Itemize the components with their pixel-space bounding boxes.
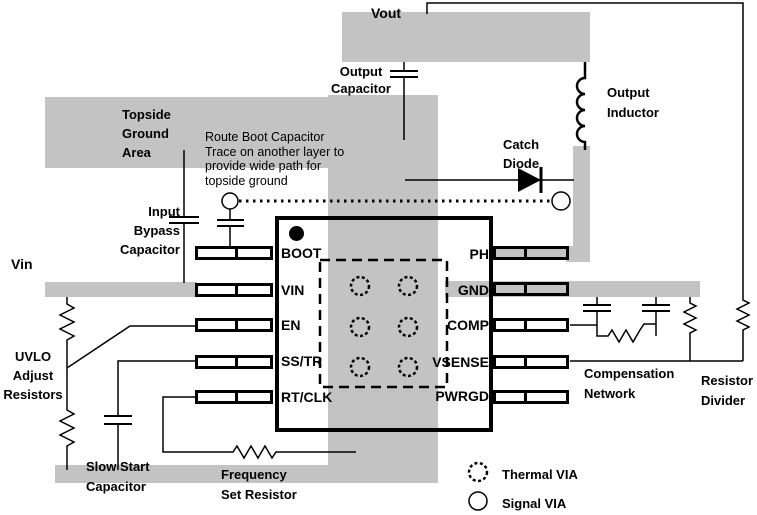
pin-label-sstr: SS/TR: [281, 353, 323, 369]
pad-vin: [235, 283, 273, 297]
pin-label-vsense: VSENSE: [432, 354, 489, 370]
pad-vin: [195, 283, 238, 297]
vin-copper-rail: [45, 282, 197, 297]
uvlo-label: UVLO Adjust Resistors: [3, 349, 63, 402]
signal-via-legend-label: Signal VIA: [502, 496, 567, 511]
pad-ph: [493, 246, 527, 260]
pin-1-dot: [289, 226, 304, 241]
pad-gnd: [524, 282, 569, 296]
boot-via-icon: [221, 192, 239, 210]
pin-label-gnd: GND: [457, 282, 489, 298]
pin-label-vin: VIN: [281, 282, 305, 298]
thermal-via-legend-label: Thermal VIA: [502, 467, 578, 482]
pin-label-boot: BOOT: [281, 245, 322, 261]
compensation-network-symbol: [570, 297, 698, 361]
vout-label: Vout: [371, 5, 402, 21]
ph-pad-bridge: [566, 246, 590, 262]
pad-sstr: [195, 355, 238, 369]
vin-label: Vin: [11, 256, 33, 272]
pad-pwrgd: [493, 390, 527, 404]
bottom-ground-band: [55, 465, 437, 483]
frequency-resistor-symbol: [162, 396, 356, 460]
input-bypass-label: Input Bypass Capacitor: [120, 204, 180, 257]
ph-copper-strip: [573, 146, 590, 262]
vout-copper-pour: [342, 12, 590, 62]
pin-label-comp: COMP: [447, 317, 489, 333]
pad-ph: [524, 246, 569, 260]
feedback-trace: [426, 2, 751, 361]
uvlo-resistors-symbol: [58, 297, 195, 470]
pad-vsense: [524, 355, 569, 369]
pin-label-pwrgd: PWRGD: [435, 388, 489, 404]
boot-route-note: Route Boot Capacitor Trace on another la…: [205, 130, 345, 188]
frequency-label: Frequency Set Resistor: [221, 467, 297, 502]
pad-boot: [195, 246, 238, 260]
thermal-via-icon: [467, 461, 489, 483]
catch-diode-symbol: [405, 167, 574, 193]
topside-via-icon: [551, 191, 571, 211]
pad-vsense: [493, 355, 527, 369]
pad-sstr: [235, 355, 273, 369]
slow-start-capacitor-symbol: [104, 360, 195, 470]
pin-label-ph: PH: [469, 246, 489, 262]
pad-comp: [524, 318, 569, 332]
center-ground-strip: [328, 95, 438, 483]
output-inductor-symbol: [575, 62, 587, 150]
pin-label-en: EN: [281, 317, 301, 333]
slow-start-label: Slow Start Capacitor: [86, 459, 150, 494]
topside-ground-label: Topside Ground Area: [122, 107, 171, 160]
pad-boot: [235, 246, 273, 260]
resistor-divider-label: Resistor Divider: [701, 373, 754, 408]
output-capacitor-label: Output Capacitor: [331, 64, 391, 96]
pad-rtclk: [195, 390, 238, 404]
ic-body: [275, 216, 493, 432]
compensation-label: Compensation Network: [584, 366, 675, 401]
boot-capacitor-symbol: [217, 192, 244, 246]
topside-ground-pour: [45, 97, 340, 168]
output-inductor-label: Output Inductor: [607, 85, 659, 120]
pad-gnd: [493, 282, 527, 296]
pad-en: [235, 318, 273, 332]
thermal-vias: [349, 275, 419, 378]
catch-diode-label: Catch Diode: [502, 137, 540, 171]
pad-rtclk: [235, 390, 273, 404]
pad-pwrgd: [524, 390, 569, 404]
pad-en: [195, 318, 238, 332]
output-capacitor-symbol: [390, 62, 418, 140]
pin-label-rtclk: RT/CLK: [281, 389, 333, 405]
signal-via-icon: [468, 491, 488, 511]
input-bypass-capacitor-symbol: [169, 150, 199, 283]
pad-comp: [493, 318, 527, 332]
